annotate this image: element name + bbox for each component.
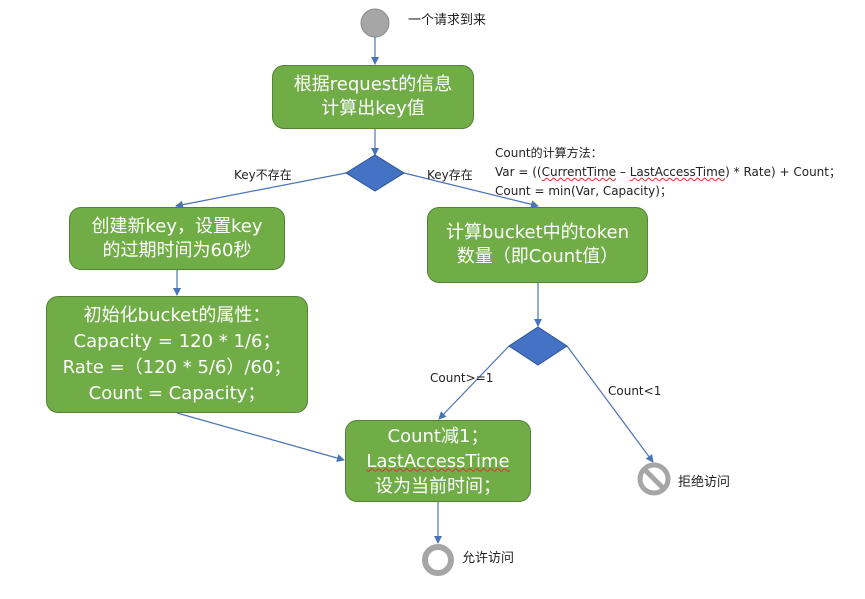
node-compute-key-line-2: 计算出key值 xyxy=(321,98,425,119)
arrow-decision-to-reject xyxy=(566,345,654,463)
decision-key-exists xyxy=(345,154,405,192)
decision-count-check xyxy=(508,326,568,366)
edge-label-key-exists: Key存在 xyxy=(427,168,473,182)
node-create-key-line-2: 的过期时间为60秒 xyxy=(102,239,252,261)
arrow-init-to-decrement xyxy=(176,412,345,462)
note-var-last: LastAccessTime xyxy=(629,165,726,179)
node-init-bucket-line-4: Count = Capacity； xyxy=(88,382,266,404)
node-compute-key: 根据request的信息 计算出key值 xyxy=(272,65,474,129)
edge-label-count-lt-1: Count<1 xyxy=(608,384,662,398)
start-node xyxy=(360,8,390,38)
end-label-reject: 拒绝访问 xyxy=(678,475,731,490)
note-var-suffix: ) * Rate) + Count； xyxy=(725,165,841,179)
node-create-key-line-1: 创建新key，设置key xyxy=(91,215,263,237)
node-decrement: Count减1； LastAccessTime 设为当前时间； xyxy=(345,420,531,502)
note-var-current: CurrentTime xyxy=(541,165,617,179)
note-var-prefix: Var = (( xyxy=(495,165,542,179)
node-init-bucket: 初始化bucket的属性： Capacity = 120 * 1/6； Rate… xyxy=(46,296,308,413)
node-compute-key-line-1: 根据request的信息 xyxy=(293,74,453,95)
count-formula-note: Count的计算方法： Var = ((CurrentTime – LastAc… xyxy=(495,144,841,201)
node-create-key: 创建新key，设置key 的过期时间为60秒 xyxy=(69,207,285,270)
node-count-tokens-line-1: 计算bucket中的token xyxy=(446,222,629,243)
node-decrement-line-2: LastAccessTime xyxy=(366,450,510,472)
start-label: 一个请求到来 xyxy=(408,13,487,28)
arrow-decision-to-count xyxy=(403,172,539,209)
edge-label-count-ge-1: Count>=1 xyxy=(430,371,494,385)
node-init-bucket-line-1: 初始化bucket的属性： xyxy=(83,304,271,326)
stop-icon xyxy=(637,462,671,496)
arrow-decision-to-decrement xyxy=(438,345,510,420)
node-decrement-line-1: Count减1； xyxy=(387,425,489,447)
note-formula-var: Var = ((CurrentTime – LastAccessTime) * … xyxy=(495,163,841,182)
note-var-mid: – xyxy=(616,165,630,179)
node-decrement-line-3: 设为当前时间； xyxy=(375,475,501,497)
note-formula-count: Count = min(Var, Capacity)； xyxy=(495,184,672,198)
note-title: Count的计算方法： xyxy=(495,146,603,160)
edge-label-key-missing: Key不存在 xyxy=(234,168,292,182)
end-ring-icon xyxy=(422,544,454,576)
node-init-bucket-line-2: Capacity = 120 * 1/6； xyxy=(73,330,281,352)
node-init-bucket-line-3: Rate =（120 * 5/6）/60； xyxy=(62,356,292,378)
node-count-tokens-line-2: 数量（即Count值） xyxy=(456,246,619,267)
end-label-allow: 允许访问 xyxy=(462,551,515,566)
node-count-tokens: 计算bucket中的token 数量（即Count值） xyxy=(427,207,648,283)
arrow-decision-to-create xyxy=(175,172,347,209)
